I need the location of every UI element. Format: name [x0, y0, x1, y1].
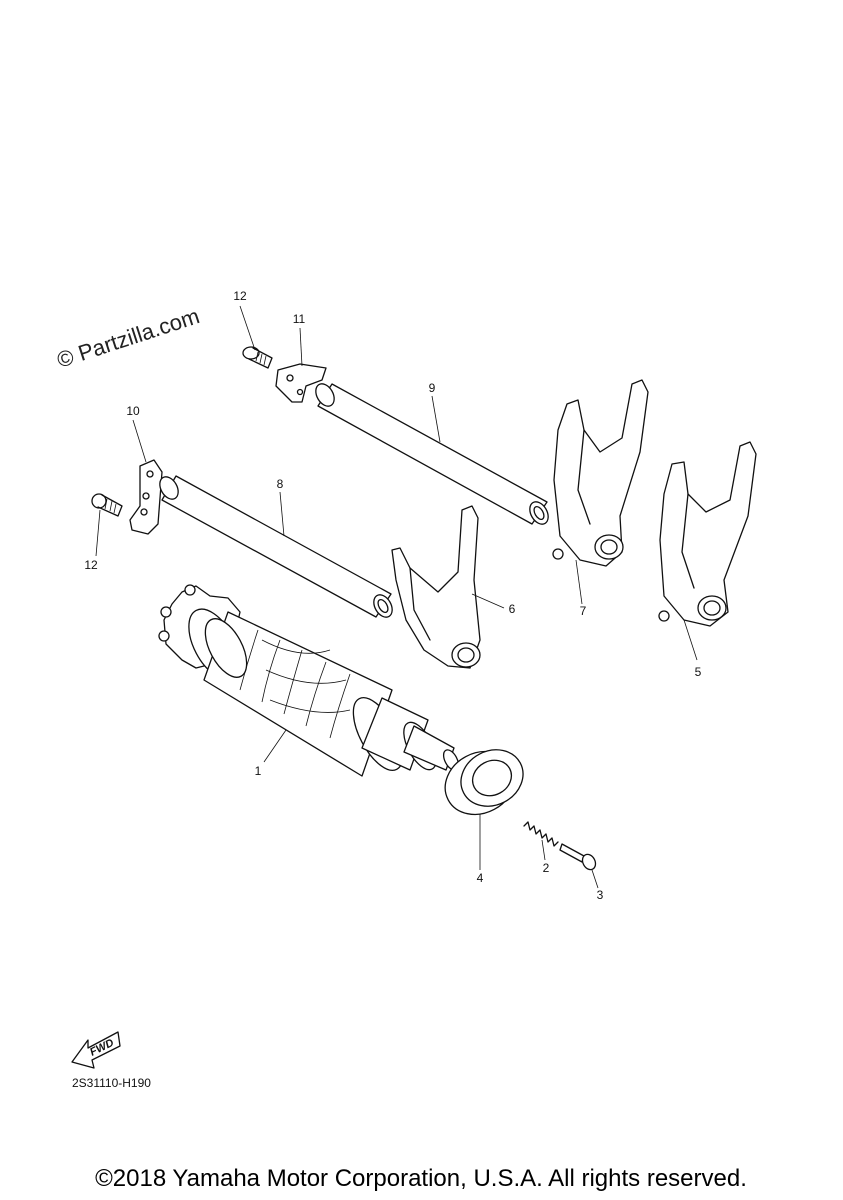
callout-7: 7: [580, 604, 587, 618]
part-12-lower-bolt[interactable]: [91, 493, 123, 517]
part-8-lower-shaft[interactable]: [156, 474, 396, 621]
callout-12-upper: 12: [233, 289, 247, 303]
part-10-lower-plate[interactable]: [129, 459, 163, 535]
callout-4: 4: [477, 871, 484, 885]
callout-12-lower: 12: [84, 558, 98, 572]
callout-2: 2: [543, 861, 550, 875]
part-12-upper-bolt[interactable]: [242, 346, 273, 369]
callout-3: 3: [597, 888, 604, 902]
copyright-notice: ©2018 Yamaha Motor Corporation, U.S.A. A…: [95, 1165, 747, 1192]
callout-10: 10: [126, 404, 140, 418]
diagram-code: 2S31110-H190: [72, 1076, 151, 1090]
callout-1: 1: [255, 764, 262, 778]
part-6-shift-fork[interactable]: [391, 505, 481, 669]
part-5-shift-fork[interactable]: [658, 441, 757, 627]
callout-6: 6: [509, 602, 516, 616]
part-11-upper-plate[interactable]: [275, 363, 327, 403]
part-7-shift-fork[interactable]: [552, 379, 649, 567]
part-3-pin[interactable]: [559, 843, 598, 872]
watermark: © Partzilla.com: [54, 303, 203, 373]
callout-11: 11: [293, 312, 306, 326]
leader-lines: [95, 305, 698, 889]
part-1-shift-drum[interactable]: [158, 584, 461, 778]
part-9-upper-shaft[interactable]: [312, 381, 552, 528]
part-4-bearing[interactable]: [434, 739, 533, 826]
part-2-spring[interactable]: [523, 821, 559, 847]
fwd-arrow-icon: FWD: [71, 1031, 121, 1069]
callout-8: 8: [277, 477, 284, 491]
callout-9: 9: [429, 381, 436, 395]
callout-5: 5: [695, 665, 702, 679]
